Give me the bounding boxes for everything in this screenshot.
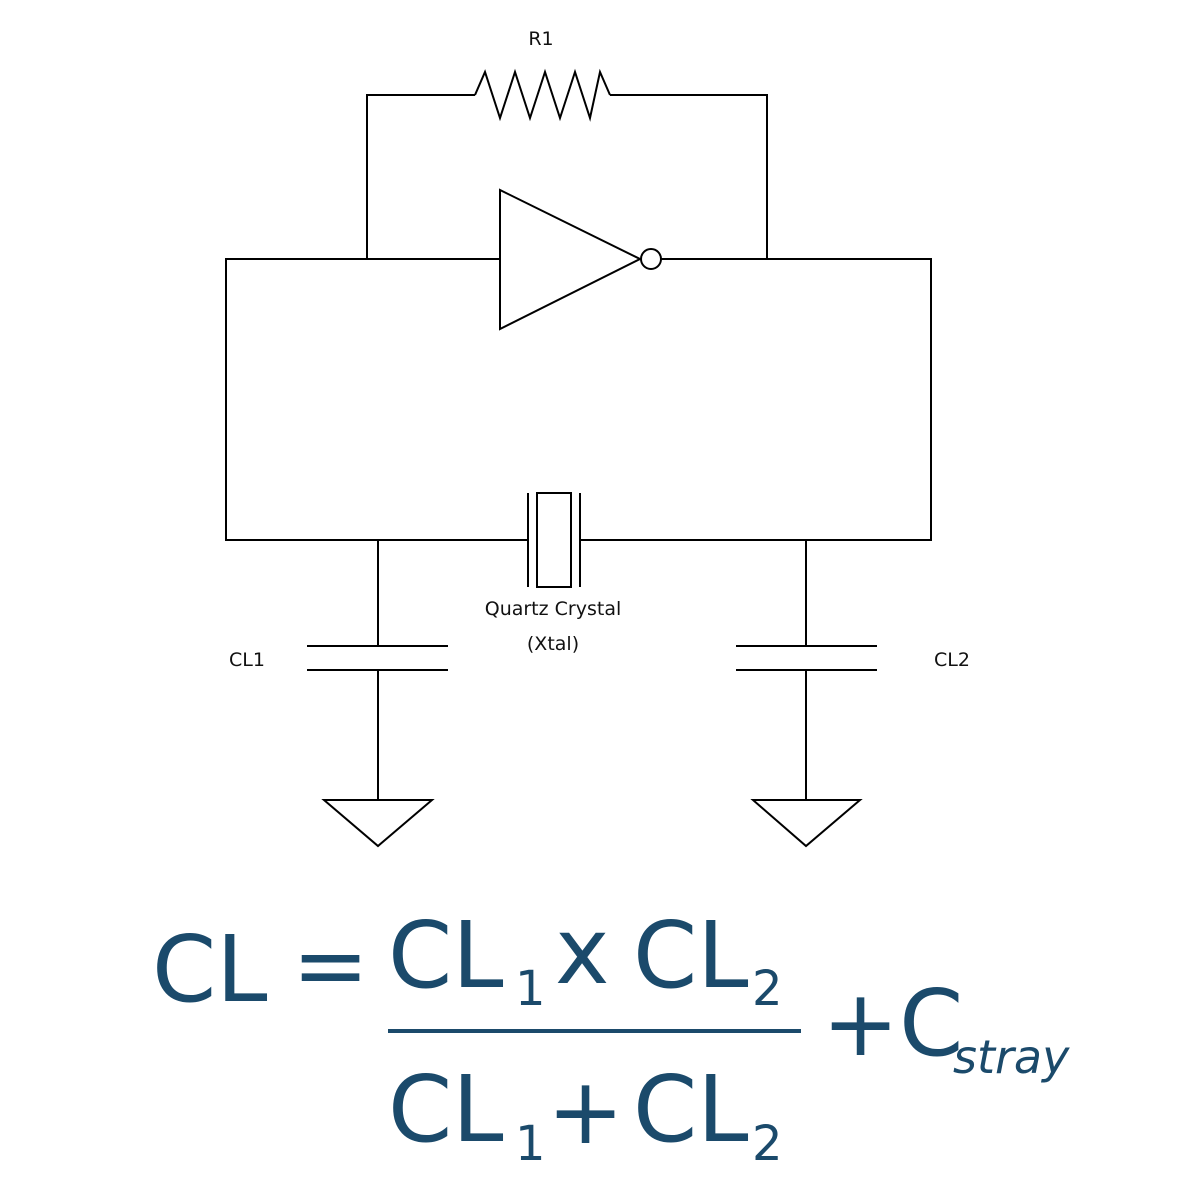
crystal-sublabel: (Xtal) [527,633,579,655]
numerator-cl2: CL [633,902,749,1009]
crystal-label: Quartz Crystal [485,598,622,620]
ground-symbol-1 [321,799,435,848]
denominator-cl1: CL [388,1056,504,1163]
resistor-label: R1 [528,28,553,50]
numerator-cl2-subscript: 2 [752,961,783,1017]
input-wire [225,258,528,541]
cap1-label: CL1 [229,649,265,671]
stray-subscript: stray [953,1030,1070,1084]
resistor-r1 [474,68,611,122]
output-wire [580,258,932,541]
denominator-cl2: CL [633,1056,749,1163]
stray-capacitance-term: +C [822,970,964,1077]
denominator-plus-sign: + [547,1058,625,1165]
cap2-label: CL2 [934,649,970,671]
equation-lhs: CL [152,916,268,1023]
fraction-bar [388,1029,801,1033]
oscillator-circuit: R1 Quartz Crystal (Xtal) CL1 CL2 [225,28,970,848]
inverter-bubble [640,248,662,270]
feedback-wire [366,94,768,259]
numerator-multiply-sign: x [555,898,610,1005]
crystal-body [536,492,572,588]
denominator-cl1-subscript: 1 [515,1116,546,1172]
equation-equals-sign: = [292,912,370,1019]
numerator-cl1-subscript: 1 [515,961,546,1017]
numerator-cl1: CL [388,902,504,1009]
inverter-triangle [499,188,643,331]
denominator-cl2-subscript: 2 [752,1116,783,1172]
ground-symbol-2 [750,799,863,848]
